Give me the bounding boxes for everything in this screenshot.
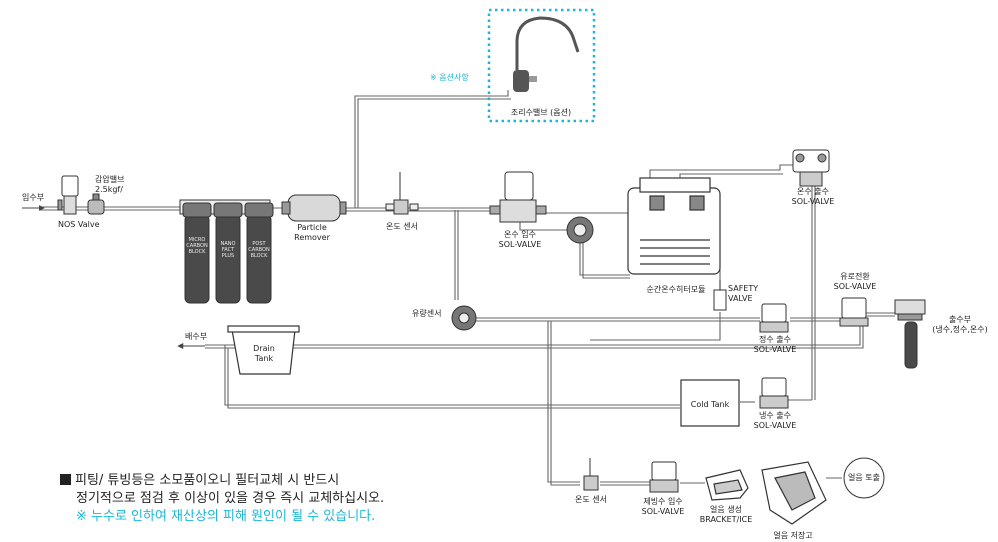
label-ice-outlet: 얼음 토출 [848, 473, 880, 482]
label-inlet: 입수부 [22, 193, 45, 202]
label-post-carbon: POST CARBON BLOCK [248, 241, 270, 259]
safety-valve [713, 280, 727, 311]
ice-inlet-valve [649, 461, 679, 493]
outlet-faucet [894, 299, 926, 369]
label-ice-storage: 얼음 저장고 [773, 531, 813, 540]
label-flow-switch-valve: 유로전환 SOL-VALVE [833, 272, 877, 291]
bullet-square [60, 474, 71, 485]
hot-inlet-valve [489, 171, 547, 223]
maintenance-note-line-1: 피팅/ 튜빙등은 소모품이오니 필터교체 시 반드시 [60, 472, 339, 489]
label-hot-outlet-valve: 온수 출수 SOL-VALVE [791, 187, 835, 206]
label-nos-valve: NOS Valve [58, 220, 100, 229]
label-cold-outlet-valve: 냉수 출수 SOL-VALVE [753, 411, 797, 430]
hot-outlet-valve [792, 149, 830, 187]
label-cold-tank: Cold Tank [690, 400, 730, 409]
temp-sensor-1 [385, 172, 419, 215]
label-flow-sensor: 유량센서 [412, 309, 442, 318]
warning-note: ※ 누수로 인하여 재산상의 피해 원인이 될 수 있습니다. [76, 509, 376, 524]
label-drain-outlet: 배수부 [185, 332, 208, 341]
label-pressure-valve: 감압밸브 2.5kgf/ [95, 175, 125, 194]
label-ice-bracket: 얼음 생성 BRACKET/ICE [699, 505, 753, 524]
label-micro-carbon: MICRO CARBON BLOCK [186, 237, 208, 255]
label-drain-tank: Drain Tank [253, 344, 275, 363]
flow-switch-valve [839, 297, 869, 327]
label-option-note: ※ 옵션사항 [430, 73, 469, 82]
temp-sensor-2 [583, 458, 599, 491]
cold-outlet-valve [759, 377, 789, 409]
flow-sensor [451, 305, 477, 331]
pipe-network [40, 90, 895, 486]
label-faucet-valve: 조리수밸브 (옵션) [510, 108, 572, 117]
nos-valve [57, 175, 105, 215]
label-outlet: 출수부 (냉수,정수,온수) [932, 315, 988, 334]
drain-tank [227, 325, 300, 375]
label-safety-valve: SAFETY VALVE [728, 284, 759, 303]
label-ice-inlet-valve: 제빙수 입수 SOL-VALVE [641, 497, 685, 516]
label-particle-remover: Particle Remover [294, 223, 330, 242]
filter-group [179, 199, 274, 304]
label-temp-sensor-1: 온도 센서 [386, 222, 418, 231]
ice-outlet [826, 457, 885, 499]
label-hot-inlet-valve: 온수 입수 SOL-VALVE [498, 230, 542, 249]
cold-tank [680, 379, 740, 427]
pure-outlet-valve [759, 303, 789, 333]
particle-remover [281, 194, 347, 222]
hot-pump [566, 216, 594, 244]
label-nano-fact: NANO FACT PLUS [220, 241, 236, 259]
label-pure-outlet-valve: 정수 출수 SOL-VALVE [753, 335, 797, 354]
maintenance-note-line-2: 정기적으로 점검 후 이상이 있을 경우 즉시 교체하십시오. [76, 491, 385, 506]
ice-bracket [705, 469, 749, 501]
label-temp-sensor-2: 온도 센서 [575, 495, 607, 504]
label-heater-module: 순간온수히터모듈 [646, 285, 706, 294]
heater-module [627, 177, 721, 275]
note-text-1: 피팅/ 튜빙등은 소모품이오니 필터교체 시 반드시 [75, 473, 340, 488]
faucet-option-box [487, 8, 596, 123]
ice-storage [761, 461, 827, 525]
